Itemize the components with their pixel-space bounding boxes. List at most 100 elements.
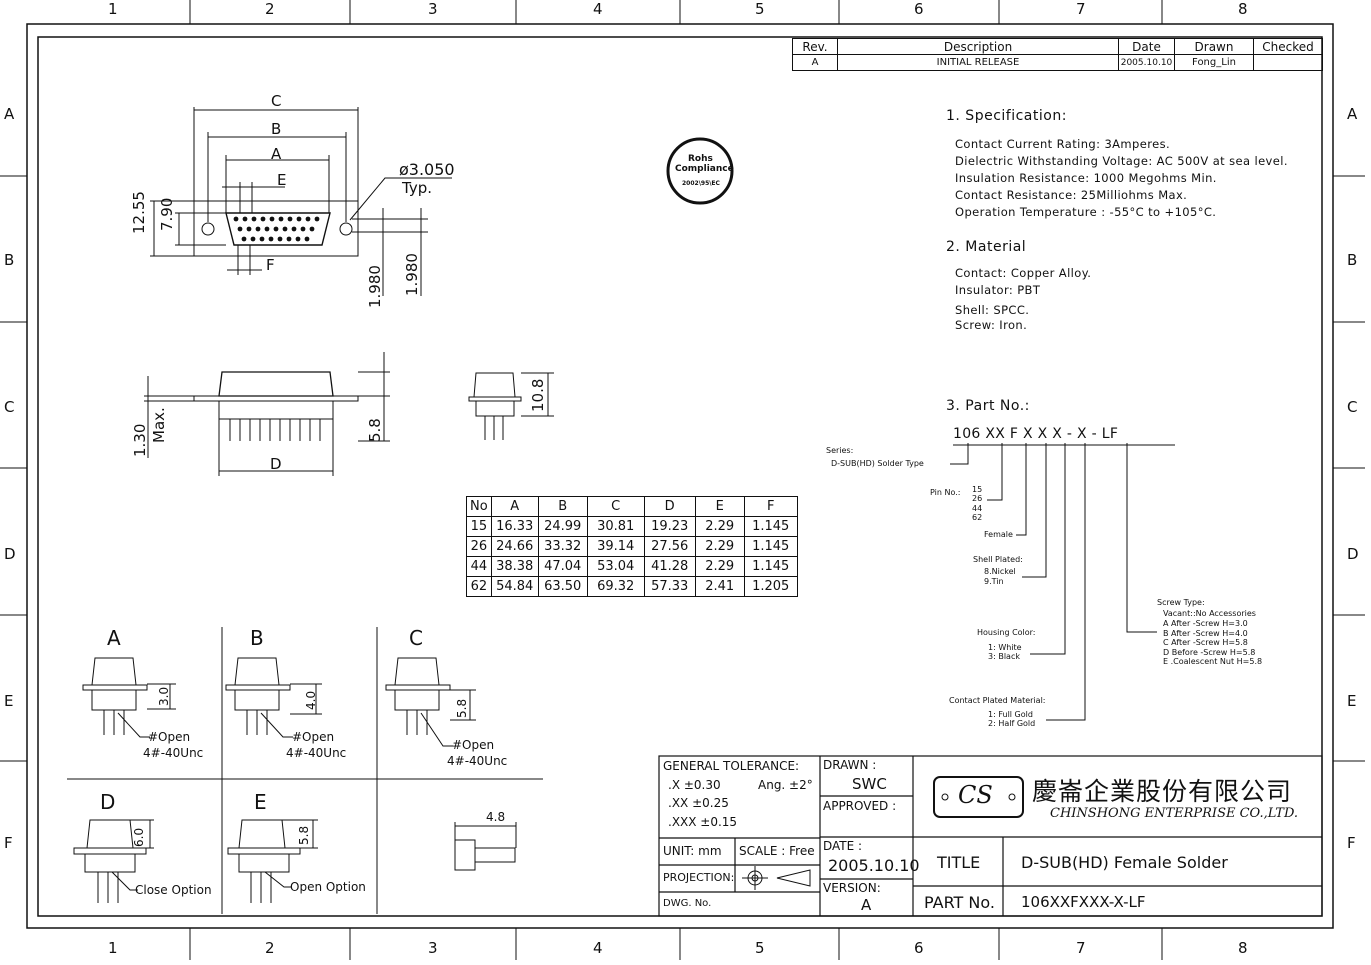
part-no-label: PART No. — [924, 893, 995, 912]
dim-cell: 53.04 — [586, 556, 645, 577]
row-label: C — [4, 398, 15, 416]
title-label: TITLE — [937, 853, 981, 872]
col-label: 4 — [593, 0, 603, 18]
row-label: E — [4, 692, 14, 710]
col-label: 1 — [108, 0, 118, 18]
company-logo — [933, 776, 1024, 818]
dim-label-f: F — [266, 256, 275, 274]
dim-cell: 39.14 — [586, 536, 645, 557]
dim-10-8: 10.8 — [529, 378, 547, 412]
spec-title: 1. Specification: — [946, 108, 1067, 124]
dim-cell: 24.99 — [537, 516, 588, 537]
projection-symbol — [742, 866, 811, 890]
rev-cell: INITIAL RELEASE — [837, 54, 1119, 71]
row-label: F — [4, 834, 13, 852]
option-c-label: C — [409, 626, 423, 650]
dim-cell: 41.28 — [643, 556, 696, 577]
housing-value: 1: White — [988, 643, 1022, 652]
general-tolerance-label: GENERAL TOLERANCE: — [663, 759, 800, 773]
dim-cell: 69.32 — [586, 576, 645, 597]
top-view-pins — [233, 216, 320, 242]
tolerance-angle: Ang. ±2° — [758, 778, 813, 792]
row-label: A — [4, 105, 15, 123]
col-label: 6 — [914, 939, 924, 957]
screw-value: C After -Screw H=5.8 — [1163, 638, 1248, 647]
dim-header: B — [537, 496, 588, 517]
dim-max: Max. — [150, 407, 168, 443]
dim-cell: 38.38 — [490, 556, 539, 577]
dim-cell: 27.56 — [643, 536, 696, 557]
row-label: B — [4, 251, 15, 269]
company-name-cn: 慶崙企業股份有限公司 — [1032, 777, 1293, 806]
col-label: 4 — [593, 939, 603, 957]
dim-7-90: 7.90 — [158, 197, 176, 231]
option-b-height: 4.0 — [304, 690, 318, 710]
dim-cell: 1.145 — [743, 556, 798, 577]
row-label: B — [1347, 251, 1358, 269]
option-b-note: 4#-40Unc — [286, 746, 347, 760]
side-view — [144, 352, 554, 476]
dim-cell: 2.29 — [694, 556, 745, 577]
screw-value: D Before -Screw H=5.8 — [1163, 648, 1256, 657]
row-label: A — [1347, 105, 1358, 123]
tolerance-xx: .XX ±0.25 — [668, 796, 729, 810]
unit-label: UNIT: mm — [663, 844, 722, 858]
dim-cell: 2.41 — [694, 576, 745, 597]
material-line: Shell: SPCC. — [955, 303, 1030, 317]
dim-header: C — [586, 496, 645, 517]
dim-label-e: E — [277, 171, 287, 189]
dim-header: A — [490, 496, 539, 517]
dim-cell: 16.33 — [490, 516, 539, 537]
hole-diameter: ø3.050 — [399, 160, 455, 179]
option-e-label: E — [254, 790, 267, 814]
rohs-text: Rohs — [688, 154, 713, 164]
col-label: 3 — [428, 939, 438, 957]
row-label: D — [4, 545, 16, 563]
female-label: Female — [984, 530, 1013, 539]
dim-1-980: 1.980 — [366, 265, 384, 308]
dim-cell: 2.29 — [694, 516, 745, 537]
projection-label: PROJECTION: — [663, 871, 735, 884]
option-a-note: #Open — [148, 730, 191, 744]
pin-value: 62 — [972, 513, 983, 522]
dim-header: D — [643, 496, 696, 517]
rohs-badge-ring — [666, 137, 734, 205]
company-name-en: CHINSHONG ENTERPRISE CO.,LTD. — [1050, 806, 1299, 821]
dim-5-8: 5.8 — [366, 418, 384, 442]
dim-cell: 19.23 — [643, 516, 696, 537]
row-label: F — [1347, 834, 1356, 852]
option-a-height: 3.0 — [157, 686, 171, 706]
dim-cell: 24.66 — [490, 536, 539, 557]
rev-cell — [1253, 54, 1323, 71]
dim-cell: 26 — [466, 536, 492, 557]
dim-header: E — [694, 496, 745, 517]
col-label: 1 — [108, 939, 118, 957]
rev-cell: A — [792, 54, 838, 71]
screw-value: A After -Screw H=3.0 — [1163, 619, 1248, 628]
dim-cell: 1.145 — [743, 516, 798, 537]
options-grid — [67, 627, 543, 914]
shell-label: Shell Plated: — [973, 555, 1023, 564]
nut-length: 4.8 — [486, 810, 506, 824]
date-label: DATE : — [823, 839, 863, 853]
col-label: 8 — [1238, 0, 1248, 18]
housing-label: Housing Color: — [977, 628, 1036, 637]
part-no-value: 106XXFXXX-X-LF — [1021, 893, 1146, 911]
option-d-label: D — [100, 790, 116, 814]
shell-value: 8.Nickel — [984, 567, 1016, 576]
dim-cell: 1.145 — [743, 536, 798, 557]
scale-label: SCALE : Free — [739, 844, 815, 858]
dim-cell: 63.50 — [537, 576, 588, 597]
screw-value: E .Coalescent Nut H=5.8 — [1163, 657, 1263, 666]
screw-value: Vacant::No Accessories — [1163, 609, 1256, 618]
rev-cell: Fong_Lin — [1174, 54, 1254, 71]
material-title: 2. Material — [946, 239, 1027, 255]
col-label: 8 — [1238, 939, 1248, 957]
dim-header: F — [743, 496, 798, 517]
rohs-text: 2002\95\EC — [682, 180, 720, 187]
col-label: 7 — [1076, 0, 1086, 18]
option-a-label: A — [107, 626, 121, 650]
